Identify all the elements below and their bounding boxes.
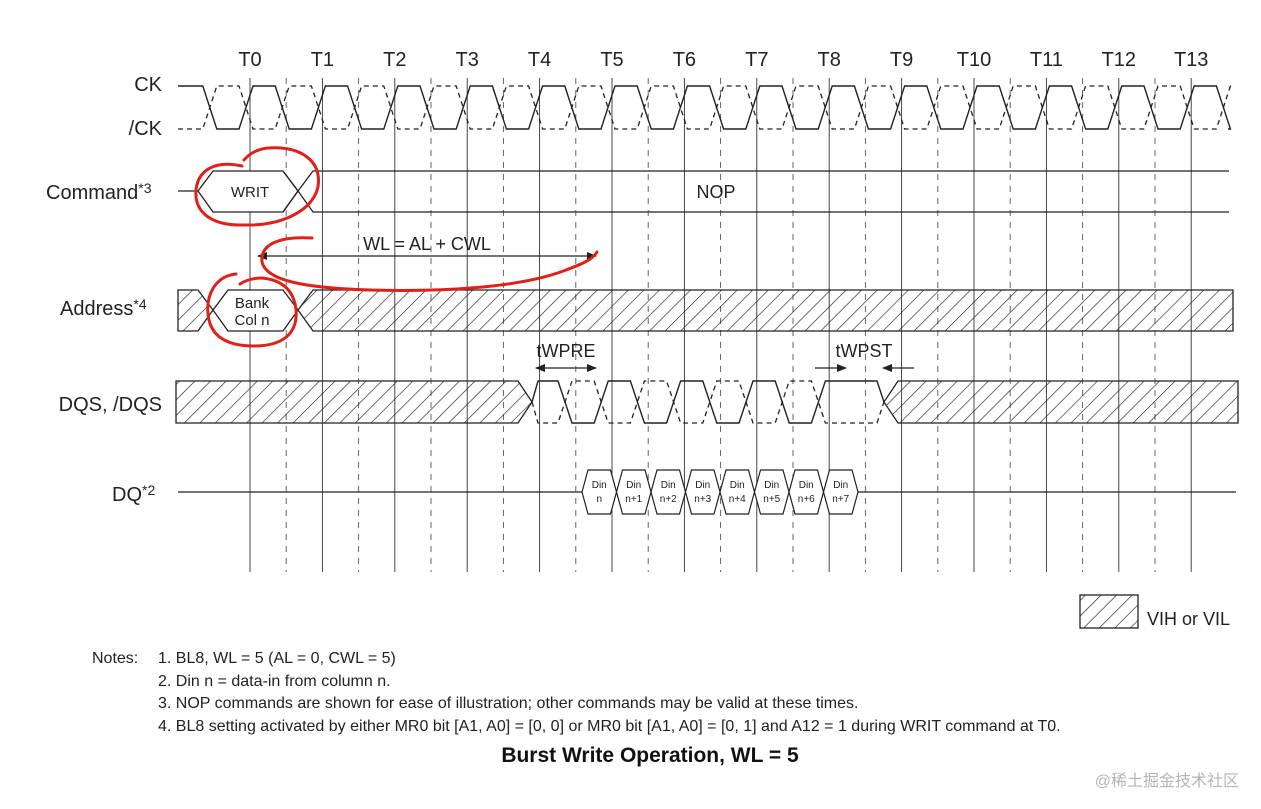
dq-din-label-5: Din — [764, 480, 779, 491]
signal-ck-label: CK — [134, 74, 162, 96]
dq-din-index-7: n+7 — [832, 494, 849, 505]
command-nop-text: NOP — [696, 182, 735, 202]
clock-tick-t7: T7 — [745, 49, 768, 71]
annotation-underline-wl — [260, 236, 599, 292]
clock-tick-t12: T12 — [1102, 49, 1136, 71]
diagram-caption: Burst Write Operation, WL = 5 — [501, 744, 799, 767]
signal-address-label: Address*4 — [60, 296, 147, 320]
command-writ-text: WRIT — [231, 184, 269, 201]
note-2: 2. Din n = data-in from column n. — [158, 672, 391, 690]
notes-heading: Notes: — [92, 650, 139, 667]
clock-tick-t0: T0 — [238, 49, 261, 71]
annotation-circle-bank-col — [206, 272, 298, 348]
address-hatch-right — [297, 289, 1234, 332]
clock-tick-t11: T11 — [1030, 49, 1063, 71]
dq-din-cell-7 — [822, 469, 859, 515]
clock-tick-t4: T4 — [528, 49, 551, 71]
legend-hatch-swatch — [1079, 594, 1139, 629]
dq-din-label-7: Din — [833, 480, 848, 491]
address-row: Bank Col n — [177, 289, 1234, 332]
clock-tick-t10: T10 — [957, 49, 991, 71]
note-3: 3. NOP commands are shown for ease of il… — [158, 695, 859, 712]
dqs-hatch-left — [175, 380, 533, 424]
dq-din-cell-2 — [650, 469, 687, 515]
clock-tick-labels: T0 T1 T2 T3 T4 T5 T6 T7 T8 T9 T10 T11 T12 T13 — [238, 49, 1208, 71]
watermark: @稀土掘金技术社区 — [1094, 773, 1239, 790]
legend: VIH or VIL — [1079, 594, 1230, 629]
dqs-row — [175, 380, 1239, 424]
clock-tick-t2: T2 — [383, 49, 406, 71]
note-row-1: Notes: 1. BL8, WL = 5 (AL = 0, CWL = 5) — [92, 648, 1061, 671]
dq-din-cell-0 — [581, 469, 618, 515]
signal-dq-label: DQ*2 — [112, 482, 155, 506]
address-name: Address — [60, 298, 133, 320]
dq-din-cell-4 — [719, 469, 756, 515]
ck-solid-wave — [178, 85, 1232, 130]
twpst-label: tWPST — [836, 341, 893, 361]
address-note-ref: *4 — [133, 296, 146, 312]
note-1: 1. BL8, WL = 5 (AL = 0, CWL = 5) — [158, 650, 396, 667]
dq-din-label-4: Din — [730, 480, 745, 491]
clock-tick-t3: T3 — [456, 49, 479, 71]
note-row-4: 4. BL8 setting activated by either MR0 b… — [92, 716, 1061, 739]
dqs-n-dashed-wave — [531, 380, 885, 424]
note-row-3: 3. NOP commands are shown for ease of il… — [92, 693, 1061, 716]
dq-din-label-6: Din — [799, 480, 814, 491]
clock-tick-t9: T9 — [890, 49, 913, 71]
command-name: Command — [46, 182, 138, 204]
signal-ck-n-label: /CK — [129, 118, 163, 140]
legend-label: VIH or VIL — [1147, 609, 1230, 629]
address-hatch-left — [177, 289, 214, 332]
dq-din-cell-3 — [684, 469, 721, 515]
ck-n-dashed-wave — [178, 85, 1232, 130]
dq-din-index-6: n+6 — [798, 494, 815, 505]
dqs-solid-wave — [531, 380, 885, 424]
dq-row: Din n Din n+1 Din n+2 Din n+3 Din n+4 Din n+5 Din n+6… — [178, 469, 1236, 515]
dq-din-index-4: n+4 — [729, 494, 746, 505]
twpre-label: tWPRE — [536, 341, 595, 361]
dq-din-label-2: Din — [661, 480, 676, 491]
note-row-2: 2. Din n = data-in from column n. — [92, 671, 1061, 694]
address-bank-text: Bank — [235, 295, 270, 312]
wl-timing: WL = AL + CWL — [257, 234, 597, 260]
address-col-text: Col n — [234, 312, 269, 329]
ck-waveform — [178, 85, 1232, 130]
annotation-circle-writ — [194, 146, 320, 227]
red-annotations — [194, 146, 599, 348]
wl-label: WL = AL + CWL — [363, 234, 491, 254]
command-note-ref: *3 — [138, 180, 151, 196]
dq-din-label-0: Din — [592, 480, 607, 491]
dq-din-index-2: n+2 — [660, 494, 677, 505]
command-row: WRIT NOP — [178, 170, 1229, 213]
clock-tick-t8: T8 — [818, 49, 841, 71]
dq-din-index-5: n+5 — [763, 494, 780, 505]
dq-din-index-3: n+3 — [694, 494, 711, 505]
clock-tick-t13: T13 — [1174, 49, 1208, 71]
dqs-hatch-right — [883, 380, 1239, 424]
signal-labels: CK /CK Command*3 Address*4 DQS, /DQS DQ*… — [46, 74, 163, 506]
command-nop-cell — [282, 170, 1229, 213]
clock-tick-t6: T6 — [673, 49, 696, 71]
dqs-timing: tWPRE tWPST — [535, 341, 914, 372]
note-4: 4. BL8 setting activated by either MR0 b… — [158, 717, 1061, 735]
dq-din-index-1: n+1 — [625, 494, 642, 505]
clock-tick-t1: T1 — [311, 49, 334, 71]
signal-dqs-label: DQS, /DQS — [59, 394, 162, 416]
notes-block: Notes: 1. BL8, WL = 5 (AL = 0, CWL = 5) 2… — [92, 648, 1061, 738]
dq-din-cell-6 — [788, 469, 825, 515]
clock-tick-t5: T5 — [600, 49, 623, 71]
signal-command-label: Command*3 — [46, 180, 152, 204]
dq-din-label-3: Din — [695, 480, 710, 491]
dq-din-cell-5 — [753, 469, 790, 515]
dq-name: DQ — [112, 484, 142, 506]
dq-din-cell-1 — [615, 469, 652, 515]
dq-note-ref: *2 — [142, 482, 155, 498]
dq-din-label-1: Din — [626, 480, 641, 491]
dq-din-index-0: n — [596, 494, 602, 505]
